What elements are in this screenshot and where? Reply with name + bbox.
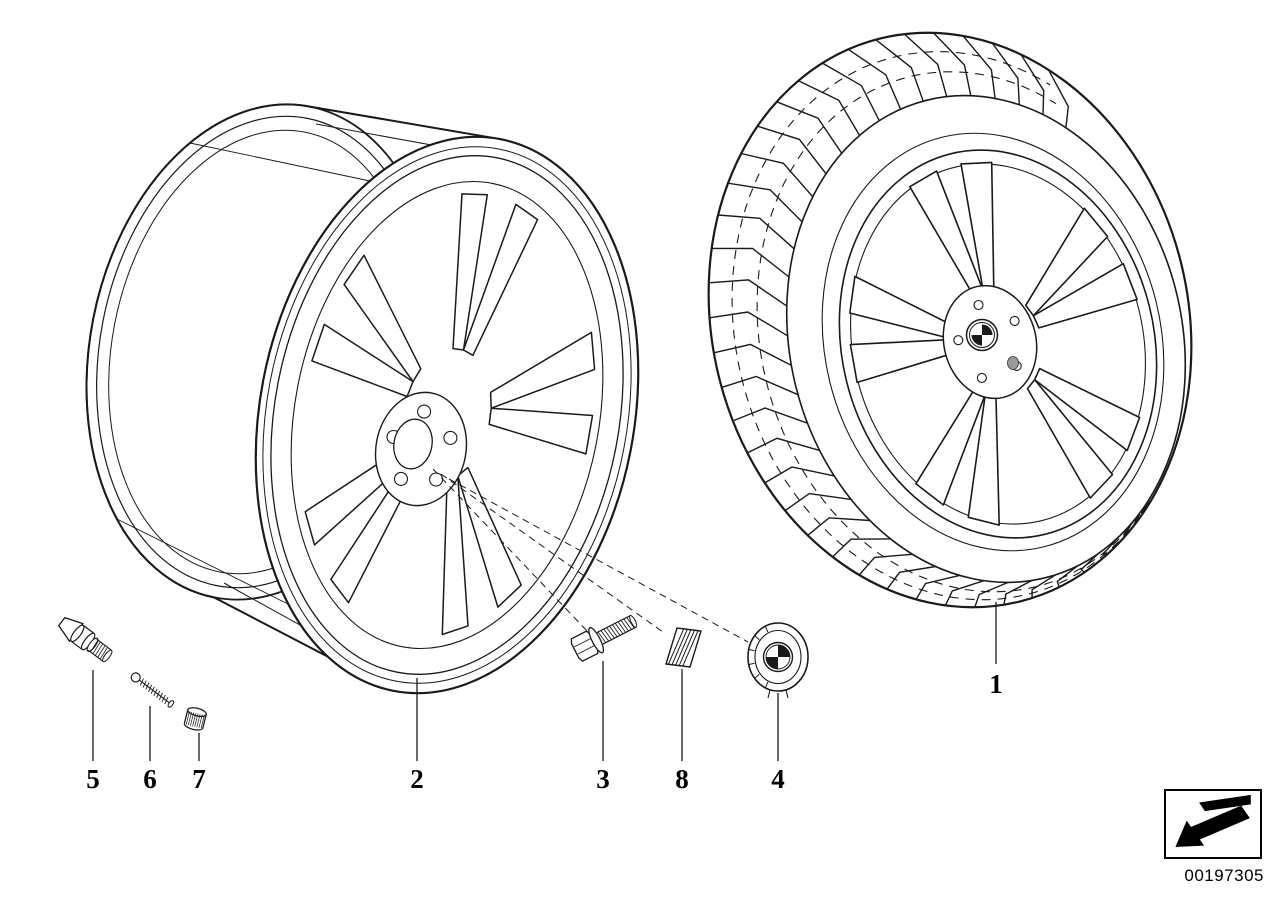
back-arrow-button[interactable] bbox=[1164, 789, 1262, 859]
screw-drawing bbox=[130, 672, 175, 708]
center-bore bbox=[393, 418, 433, 470]
back-arrow-icon bbox=[1175, 794, 1251, 847]
hub-cap-drawing bbox=[747, 622, 809, 699]
wheel-bolt-drawing bbox=[570, 615, 638, 662]
callout-8[interactable]: 8 bbox=[675, 764, 689, 794]
callout-1[interactable]: 1 bbox=[989, 669, 1003, 699]
callout-5[interactable]: 5 bbox=[86, 764, 100, 794]
tire-tread-pattern bbox=[708, 32, 1151, 608]
wheel-tire-drawing bbox=[707, 31, 1193, 609]
leader-lines bbox=[432, 468, 749, 643]
bmw-roundel-icon bbox=[762, 641, 794, 673]
callout-leader-lines bbox=[92, 602, 997, 761]
label-tag-drawing bbox=[665, 627, 702, 668]
doc-number: 00197305 bbox=[1184, 866, 1264, 885]
callout-7[interactable]: 7 bbox=[192, 764, 206, 794]
bmw-roundel-icon bbox=[965, 318, 999, 352]
callout-6[interactable]: 6 bbox=[143, 764, 157, 794]
callout-2[interactable]: 2 bbox=[410, 764, 424, 794]
wheel1-spokes bbox=[849, 161, 1141, 526]
callout-3[interactable]: 3 bbox=[596, 764, 610, 794]
valve-drawing bbox=[57, 616, 113, 663]
valve-hole bbox=[1007, 356, 1019, 370]
alloy-wheel-drawing bbox=[85, 103, 640, 695]
wheel2-bolt-holes bbox=[386, 404, 458, 487]
cap-nut-drawing bbox=[183, 707, 207, 731]
callout-4[interactable]: 4 bbox=[771, 764, 785, 794]
